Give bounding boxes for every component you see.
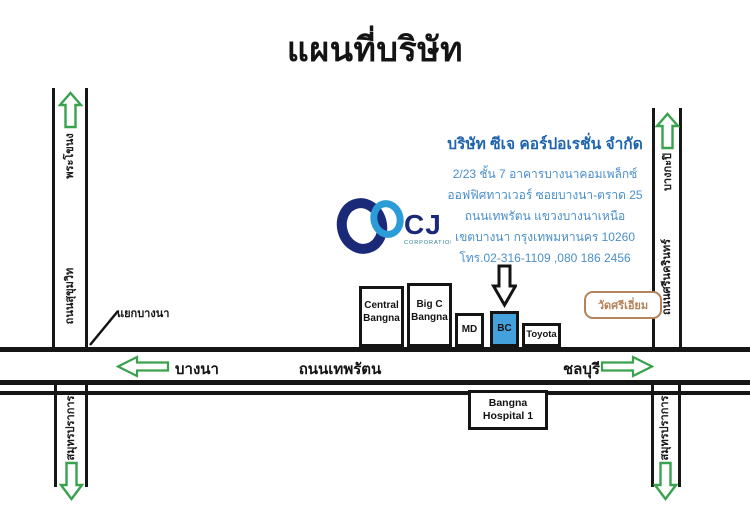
location-pointer-arrow-icon [491,264,517,308]
company-info-box: บริษัท ซีเจ คอร์ปอเรชั่น จำกัด 2/23 ชั้น… [420,131,670,269]
main-road-east-destination: ชลบุรี [563,361,600,378]
building-md: MD [455,313,484,347]
address-line-1: 2/23 ชั้น 7 อาคารบางนาคอมเพล็กซ์ [452,167,638,181]
east-road-right-edge [679,108,682,347]
north-arrow-icon [655,112,680,150]
south-arrow-icon [653,461,678,501]
map-title: แผนที่บริษัท [286,31,464,69]
logo-blue-ring [370,200,404,238]
logo-navy-ring [336,198,388,254]
building-big-c-bangna: Big C Bangna [407,283,452,347]
logo-wordmark: CJ [404,209,442,240]
west-road-right-edge [85,88,88,347]
south-arrow-icon [59,461,84,501]
logo-subtitle: CORPORATION [404,240,451,246]
temple-wat-sri-iam: วัดศรีเอี่ยม [584,291,662,319]
main-road-west-destination: บางนา [175,361,219,378]
west-arrow-icon [116,355,170,378]
address-line-3: ถนนเทพรัตน แขวงบางนาเหนือ [464,209,626,223]
main-road-south-edge [0,380,750,385]
company-name: บริษัท ซีเจ คอร์ปอเรชั่น จำกัด [447,136,643,153]
main-road-name: ถนนเทพรัตน [298,361,382,378]
cj-corporation-logo: CJ CORPORATION [336,198,451,254]
building-toyota: Toyota [522,323,561,347]
north-arrow-icon [58,91,83,129]
building-bc-company-location: BC [490,311,519,347]
main-road-north-edge [0,347,750,352]
frontage-road-edge [0,391,750,395]
west-road-south-left-edge [54,381,57,487]
intersection-label: แยกบางนา [117,308,170,320]
address-line-4: เขตบางนา กรุงเทพมหานคร 10260 [454,230,636,244]
west-road-left-edge [52,88,55,347]
intersection-pointer-line [89,310,119,346]
east-arrow-icon [600,355,654,378]
west-road-name: ถนนสุขุมวิท [64,267,76,325]
east-road-left-edge [652,108,655,347]
phone-line: โทร.02-316-1109 ,080 186 2456 [459,251,631,265]
west-road-south-right-edge [85,381,88,487]
east-road-south-left-edge [651,381,654,487]
building-central-bangna: Central Bangna [359,286,404,347]
east-road-south-right-edge [678,381,681,487]
east-road-south-destination: สมุทรปราการ [659,395,671,461]
address-line-2: ออฟฟิศทาวเวอร์ ซอยบางนา-ตราด 25 [447,188,643,202]
building-bangna-hospital: Bangna Hospital 1 [468,390,548,430]
west-road-south-destination: สมุทรปราการ [65,395,77,461]
west-road-north-destination: พระโขนง [64,133,76,179]
